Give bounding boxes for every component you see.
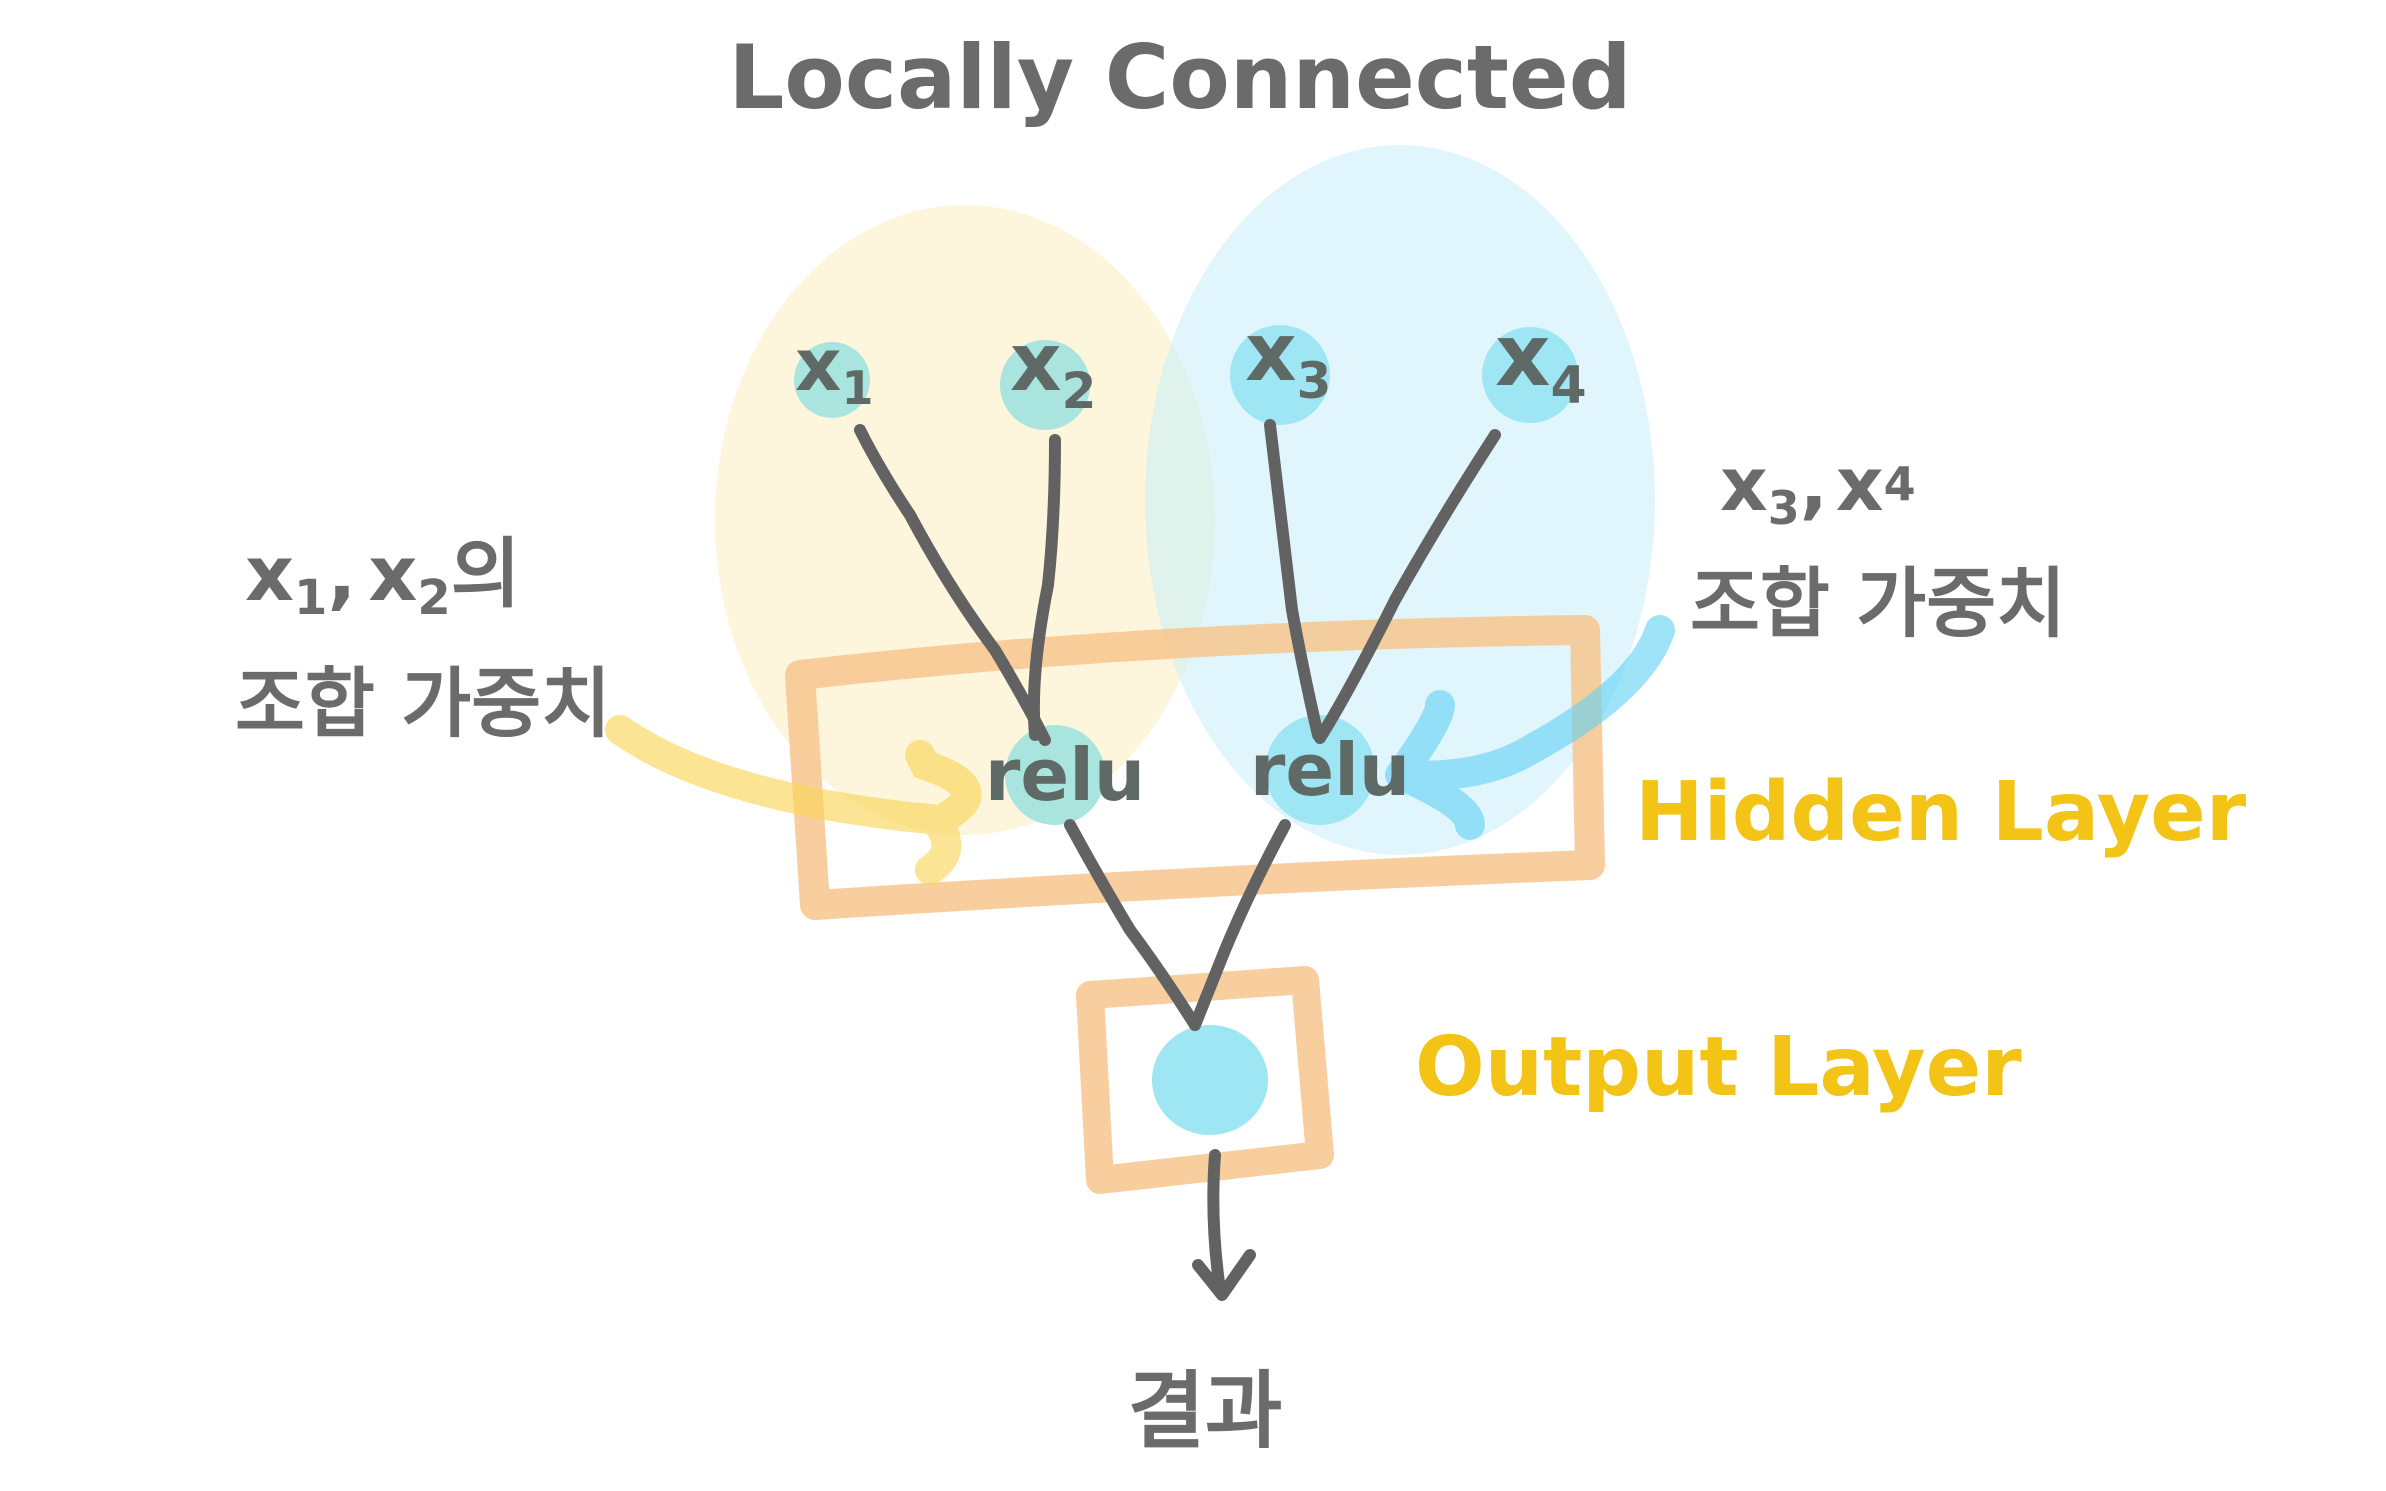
hidden-node-1-label: relu (985, 733, 1145, 817)
diagram-title: Locally Connected (728, 26, 1631, 129)
edge-x1-to-relu1 (854, 424, 1051, 746)
hidden-layer-label: Hidden Layer (1635, 765, 2247, 860)
right-annotation-line2: 조합 가중치 (1690, 559, 2066, 648)
input-label-x2: x2 (1010, 316, 1096, 420)
input-label-x1: x1 (795, 323, 873, 415)
hidden-node-2-bubble (1265, 715, 1375, 825)
hidden-node-2-label: relu (1250, 728, 1410, 812)
right-receptive-field-region (1145, 145, 1655, 855)
input-node-x4-bubble (1482, 327, 1578, 423)
output-layer-label: Output Layer (1415, 1020, 2022, 1115)
input-node-x1-bubble (794, 342, 870, 418)
input-label-x3: x3 (1245, 306, 1331, 410)
input-node-x2-bubble (1000, 340, 1090, 430)
hidden-node-1-bubble (1005, 725, 1105, 825)
output-layer-box (1076, 966, 1334, 1194)
right-weight-highlight-stroke (1385, 615, 1675, 840)
edge-x3-to-relu2 (1264, 419, 1324, 741)
edge-relu2-to-output (1189, 819, 1291, 1031)
left-annotation-line1: x1,x2의 (245, 529, 521, 626)
right-annotation-line1: x3,x4 (1720, 442, 1916, 535)
edge-x2-to-relu1 (1027, 434, 1061, 741)
input-label-x4: x4 (1495, 306, 1587, 416)
edge-x4-to-relu2 (1314, 429, 1501, 744)
left-weight-highlight-stroke (605, 715, 982, 885)
input-node-x3-bubble (1230, 325, 1330, 425)
left-annotation-line2: 조합 가중치 (235, 659, 611, 748)
edge-relu1-to-output (1064, 819, 1201, 1031)
output-arrow-head (1192, 1249, 1256, 1301)
output-arrow-shaft (1207, 1149, 1226, 1296)
output-node (1152, 1025, 1268, 1135)
result-label: 결과 (1128, 1362, 1283, 1460)
